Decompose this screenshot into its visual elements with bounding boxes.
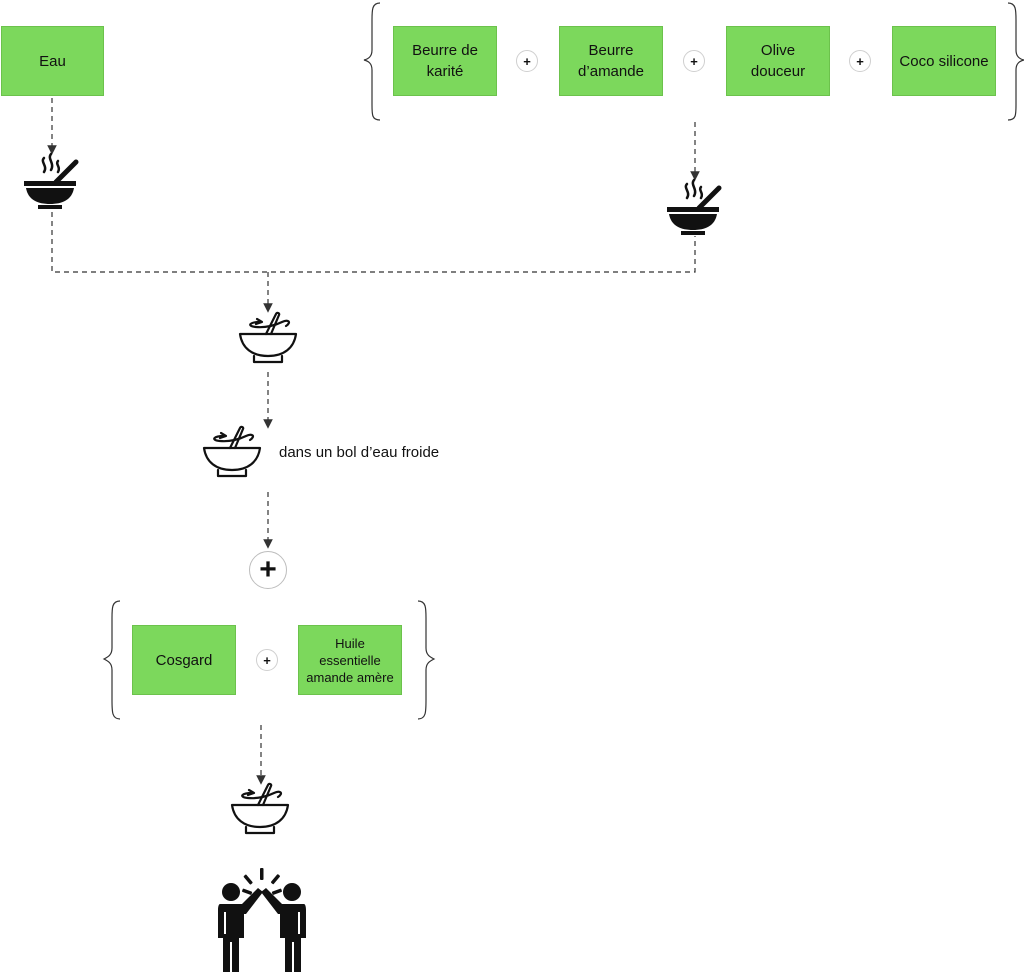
ingredient-cosgard: Cosgard: [132, 625, 236, 695]
heating-bowl-icon: [24, 152, 79, 209]
merge-line: [51, 212, 696, 273]
ingredient-beurre-amande: Beurre d’amande: [559, 26, 663, 96]
plus-sign: +: [849, 50, 871, 72]
ingredient-eau: Eau: [1, 26, 104, 96]
plus-sign: +: [683, 50, 705, 72]
brace-left-oils: [363, 2, 381, 121]
ingredient-olive-douceur: Olive douceur: [726, 26, 830, 96]
plus-sign: +: [516, 50, 538, 72]
brace-right-oils: [1007, 2, 1024, 121]
brace-right-additives: [417, 600, 436, 720]
plus-sign: +: [256, 649, 278, 671]
ingredient-beurre-karite: Beurre de karité: [393, 26, 497, 96]
mixing-bowl-icon: [202, 425, 262, 478]
brace-left-additives: [102, 600, 121, 720]
heating-bowl-icon: [667, 178, 722, 235]
cold-water-note: dans un bol d’eau froide: [279, 444, 440, 461]
ingredient-coco-silicone: Coco silicone: [892, 26, 996, 96]
mixing-bowl-icon: [238, 311, 298, 364]
ingredient-huile-essentielle: Huile essentielle amande amère: [298, 625, 402, 695]
high-five-icon: [218, 868, 306, 972]
mixing-bowl-icon: [230, 782, 290, 835]
big-plus-sign: +: [249, 551, 287, 589]
